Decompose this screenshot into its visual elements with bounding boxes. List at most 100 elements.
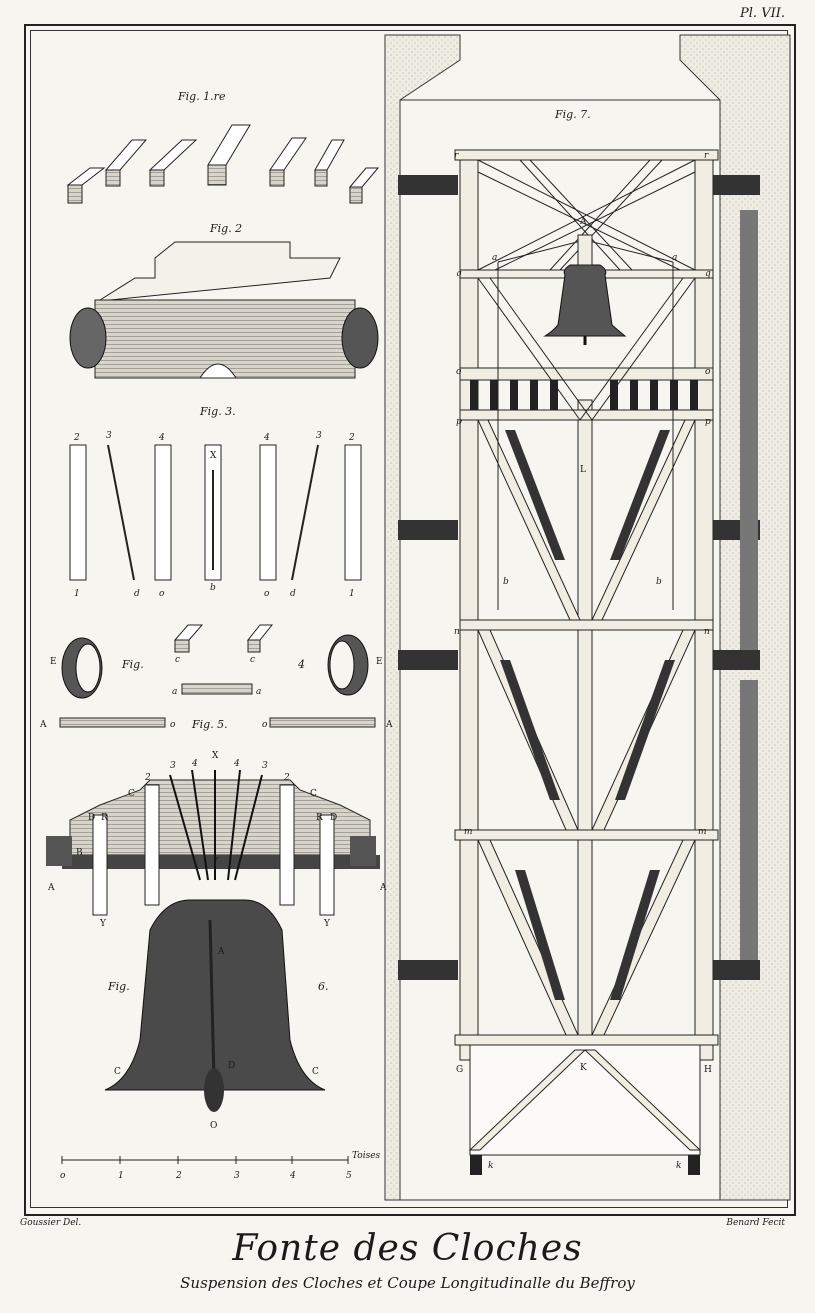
svg-text:k: k [488,1161,493,1171]
svg-text:b: b [503,577,509,587]
svg-text:R: R [101,813,108,823]
svg-text:f: f [213,857,219,867]
draftsman-credit: Goussier Del. [20,1218,82,1228]
svg-text:3: 3 [106,431,112,441]
svg-text:D: D [88,813,95,823]
svg-text:o: o [262,720,268,730]
svg-text:A: A [217,947,225,957]
svg-text:A: A [47,883,55,893]
svg-text:q: q [705,269,711,279]
svg-text:a: a [492,253,497,263]
fig3-bottom-labels: 1 d o b o d 1 [74,583,355,599]
svg-text:o: o [456,367,462,377]
svg-text:n: n [454,627,460,637]
svg-text:b: b [210,583,216,593]
svg-text:L: L [580,465,586,475]
svg-text:m: m [698,827,707,837]
plate-subtitle: Suspension des Cloches et Coupe Longitud… [180,1274,635,1292]
svg-text:p: p [705,417,711,427]
fig4-number: 4 [297,658,305,671]
svg-text:G: G [456,1065,463,1075]
plate-number: Pl. VII. [740,6,785,21]
svg-text:o: o [264,589,270,599]
svg-text:o: o [159,589,165,599]
fig7-label: Fig. 7. [554,108,591,121]
svg-text:Y: Y [99,919,107,929]
svg-text:4: 4 [263,433,270,443]
scale-bar: o 1 2 3 4 5 Toises [60,1151,381,1181]
fig6-label: Fig. [107,980,130,993]
svg-text:R: R [316,813,323,823]
fig6-bell: Fig. 6. [46,769,380,1112]
svg-text:1: 1 [349,589,355,599]
svg-text:Y: Y [323,919,331,929]
plate-title: Fonte des Cloches [232,1228,583,1269]
scale-tick-5: 5 [346,1171,352,1181]
scale-tick-0: o [60,1171,66,1181]
svg-text:D: D [330,813,337,823]
svg-text:H: H [704,1065,712,1075]
svg-text:a: a [672,253,677,263]
svg-text:a: a [172,687,177,697]
scale-tick-4: 4 [289,1171,296,1181]
scale-tick-2: 2 [175,1171,182,1181]
svg-text:X: X [210,451,217,461]
scale-tick-1: 1 [118,1171,124,1181]
svg-text:o: o [705,367,711,377]
fig2-block: Fig. 2 [69,222,379,379]
svg-text:A: A [39,720,47,730]
fig3-label: Fig. 3. [199,405,236,418]
svg-text:K: K [580,1063,587,1073]
plate-outer-border [24,24,796,1216]
svg-text:3: 3 [170,761,176,771]
svg-text:r: r [704,151,709,161]
svg-text:B: B [76,848,83,858]
fig4-rings: E c c E a a Fig. 4 [50,624,383,699]
svg-text:3: 3 [262,761,268,771]
svg-text:4: 4 [233,759,240,769]
fig4-label: Fig. [121,658,144,671]
fig1-blocks: Fig. 1.re [66,90,380,204]
svg-text:q: q [456,269,462,279]
svg-text:C: C [114,1067,121,1077]
fig7-belfry: Fig. 7. [384,34,791,1201]
svg-text:b: b [656,577,662,587]
svg-text:m: m [464,827,473,837]
svg-text:k: k [676,1161,681,1171]
svg-text:c: c [175,655,180,665]
svg-text:a: a [256,687,261,697]
fig3-top-labels: 2 3 4 X 4 3 2 [73,431,355,461]
fig6-number: 6. [318,980,329,993]
svg-text:p: p [456,417,462,427]
svg-text:r: r [454,151,459,161]
engraver-credit: Benard Fecit [726,1218,785,1228]
svg-text:1: 1 [74,589,80,599]
scale-unit: Toises [352,1151,381,1161]
svg-text:O: O [210,1121,217,1131]
fig5-axles: A o o A Fig. 5. [39,717,393,731]
svg-text:E: E [50,657,57,667]
svg-text:n: n [704,627,710,637]
fig1-label: Fig. 1.re [177,90,226,103]
svg-text:2: 2 [348,433,355,443]
svg-text:2: 2 [144,773,151,783]
svg-text:3: 3 [316,431,322,441]
scale-tick-3: 3 [234,1171,240,1181]
svg-text:2: 2 [73,433,80,443]
svg-text:A: A [385,720,393,730]
svg-text:4: 4 [158,433,165,443]
svg-text:2: 2 [283,773,290,783]
fig2-label: Fig. 2 [209,222,242,235]
svg-text:d: d [290,589,296,599]
svg-text:C: C [128,789,135,799]
svg-text:A: A [379,883,387,893]
fig3-bars: Fig. 3. 2 3 4 X 4 3 2 1 d o b o [69,405,362,599]
svg-text:A: A [579,217,587,227]
svg-text:c: c [250,655,255,665]
svg-text:d: d [134,589,140,599]
fig6-labels: X 3 4 4 3 2 2 C C D R R D B A A Y Y A D … [47,751,387,1131]
svg-text:X: X [212,751,219,761]
fig5-label: Fig. 5. [191,718,228,731]
svg-text:C: C [310,789,317,799]
